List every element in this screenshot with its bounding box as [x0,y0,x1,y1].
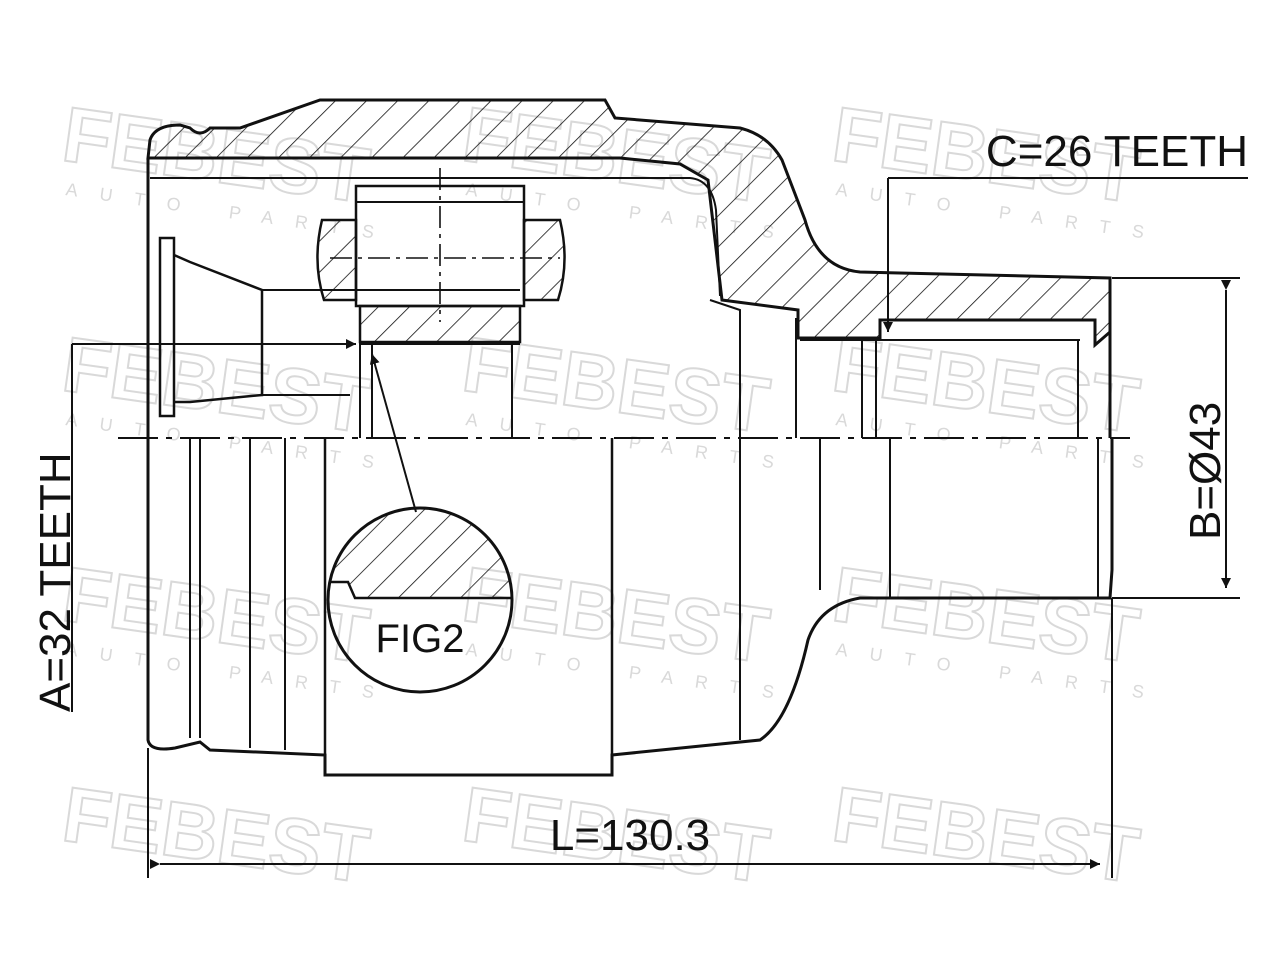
watermark-group: FEBEST AUTO PARTS FEBEST AUTO PARTS FEBE… [57,89,1168,901]
watermark-brand: FEBEST [58,770,375,900]
inner-spline-a [359,342,520,438]
flange-taper [173,253,264,404]
fig2-detail: FIG2 [326,353,514,694]
dimension-a-label: A=32 TEETH [31,452,80,712]
housing-inner-contour [150,177,721,297]
dimension-b-label: B=Ø43 [1181,402,1230,540]
watermark: FEBEST AUTO PARTS [827,549,1168,706]
watermark: FEBEST AUTO PARTS [827,319,1168,476]
fig2-hatched-section [328,508,512,600]
dimension-l: L=130.3 [147,598,1113,878]
fig2-circle [326,506,514,694]
dimension-c-label: C=26 TEETH [986,127,1248,176]
upper-section [146,98,1112,438]
watermark-brand: FEBEST [828,770,1145,900]
watermark: FEBEST [57,769,376,901]
lower-view [146,438,1114,777]
outer-spline-c [800,339,1080,438]
outer-contour [146,438,1114,777]
fig2-leader [369,353,417,513]
dimension-b: B=Ø43 [1112,277,1240,599]
dimension-a: A=32 TEETH [31,339,356,712]
watermark: FEBEST [827,769,1146,901]
watermark: FEBEST AUTO PARTS [827,89,1168,246]
roller-right [522,218,566,302]
dimension-l-label: L=130.3 [550,811,710,860]
housing-wall-section [146,98,1112,349]
flange [158,236,176,418]
fig2-label: FIG2 [376,617,465,661]
inner-shaft-bore [262,289,520,396]
roller-left [316,218,358,302]
dimension-c: C=26 TEETH [883,127,1248,332]
shaft-step [709,299,797,438]
